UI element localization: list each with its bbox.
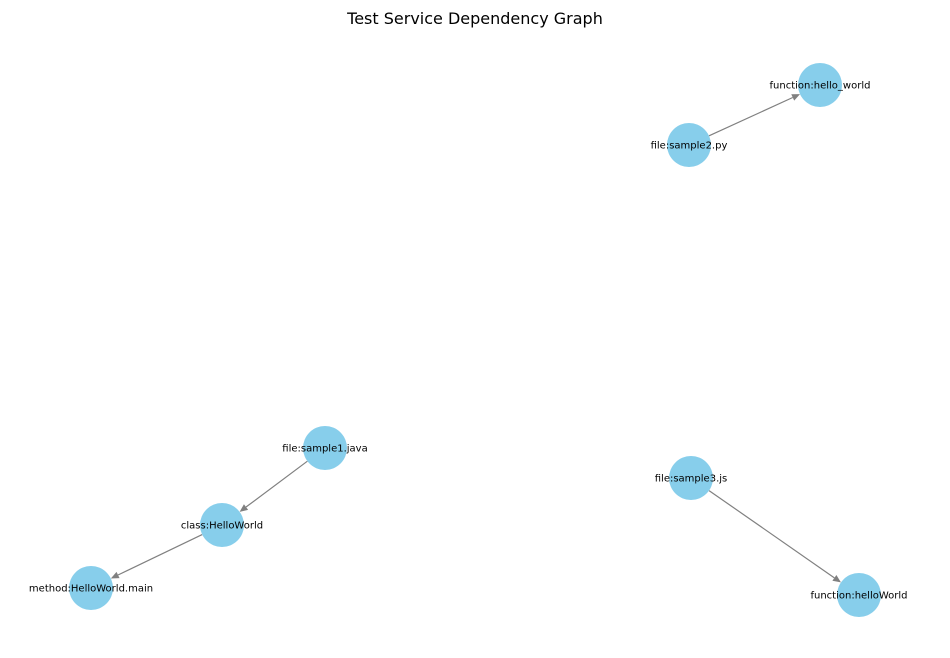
- node-sample2: file:sample2.py: [651, 123, 728, 167]
- node-label: method:HelloWorld.main: [29, 584, 153, 595]
- edge-n-sample3-to-n-fn-helloworld: [708, 490, 841, 583]
- node-circle: [200, 503, 244, 547]
- arrow-head: [791, 94, 800, 101]
- edge-line: [708, 96, 793, 137]
- graph-title: Test Service Dependency Graph: [346, 9, 603, 28]
- node-circle: [798, 63, 842, 107]
- node-label: file:sample2.py: [651, 141, 728, 152]
- node-label: function:hello_world: [770, 81, 871, 92]
- edge-n-sample1-to-n-class-hw: [239, 460, 308, 512]
- arrow-head: [239, 504, 249, 512]
- node-label: file:sample1.java: [282, 444, 367, 455]
- node-circle: [303, 426, 347, 470]
- edge-line: [245, 460, 308, 508]
- edge-n-class-hw-to-n-method-main: [110, 533, 203, 579]
- arrow-head: [110, 571, 120, 579]
- edge-line: [708, 490, 835, 579]
- node-fn-helloworld: function:helloWorld: [810, 573, 908, 617]
- node-circle: [667, 123, 711, 167]
- node-sample1: file:sample1.java: [282, 426, 368, 470]
- node-circle: [69, 566, 113, 610]
- arrow-head: [832, 574, 841, 583]
- edge-line: [117, 533, 203, 576]
- node-label: function:helloWorld: [810, 591, 907, 602]
- node-class-hw: class:HelloWorld: [181, 503, 263, 547]
- node-label: class:HelloWorld: [181, 521, 263, 532]
- node-method-main: method:HelloWorld.main: [29, 566, 153, 610]
- node-label: file:sample3.js: [655, 474, 728, 485]
- node-circle: [837, 573, 881, 617]
- nodes-layer: file:sample2.py function:hello_world file:…: [29, 63, 908, 617]
- edge-n-sample2-to-n-hello-world: [708, 94, 800, 137]
- node-circle: [669, 456, 713, 500]
- node-sample3: file:sample3.js: [655, 456, 728, 500]
- node-hello-world: function:hello_world: [770, 63, 871, 107]
- edges-layer: [110, 94, 841, 583]
